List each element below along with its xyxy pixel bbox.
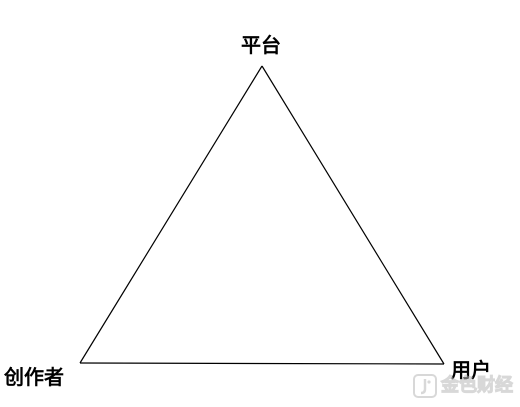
- watermark: 金色财经: [413, 372, 514, 400]
- edge-creator-to-user: [79, 362, 445, 365]
- edge-platform-to-user: [261, 65, 445, 365]
- edge-platform-to-creator: [79, 65, 263, 364]
- watermark-text: 金色财经: [441, 375, 514, 396]
- node-label-creator: 创作者: [4, 365, 64, 389]
- node-label-platform: 平台: [241, 33, 281, 57]
- node-label-user: 用户: [451, 358, 491, 382]
- jinse-logo-icon: [413, 374, 437, 398]
